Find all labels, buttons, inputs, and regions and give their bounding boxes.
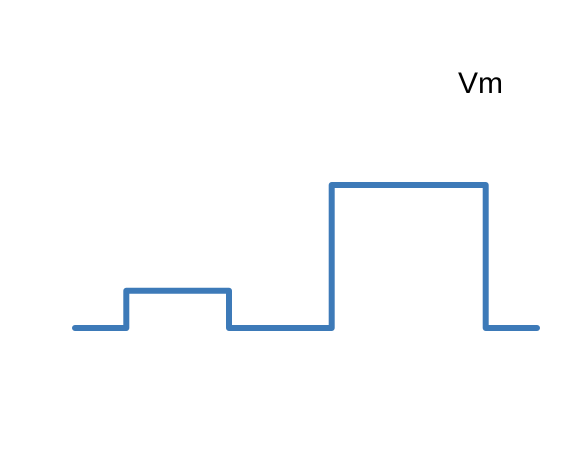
vm-label: Vm (458, 67, 503, 100)
voltage-step-trace (72, 182, 540, 331)
